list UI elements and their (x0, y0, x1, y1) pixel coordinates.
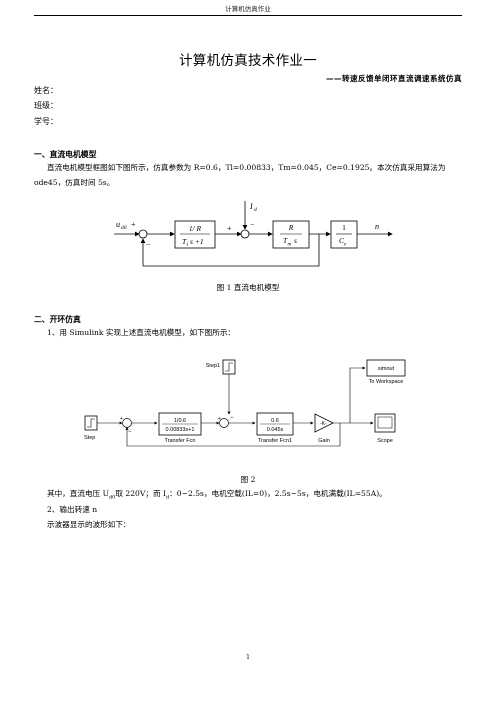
section2-step2: 2、输出转速 n (47, 505, 98, 514)
tf2-label: Transfer Fcn1 (258, 438, 292, 444)
doc-title: 计算机仿真技术作业一 (179, 53, 317, 69)
block1-den-sub: l (187, 243, 189, 248)
block2-den-rest: s (294, 236, 297, 245)
disturbance-label: I (249, 202, 253, 211)
sl-plus-1: + (120, 416, 123, 422)
page-number: 1 (246, 654, 250, 661)
scope-label: Scope (377, 438, 393, 444)
section2-heading: 二、开环仿真 (34, 315, 81, 324)
section1-heading: 一、直流电机模型 (34, 150, 97, 159)
minus-sign-1: − (146, 240, 151, 249)
to-workspace-label: To Workspace (369, 379, 404, 385)
header-rule (34, 15, 462, 16)
running-header: 计算机仿真作业 (225, 5, 271, 13)
scope-screen (377, 416, 393, 429)
gain-block (314, 413, 334, 433)
sum-junction-2 (240, 229, 250, 239)
field-class: 班级： (34, 101, 58, 110)
block1-den-t: T (182, 237, 187, 246)
mechanical-block (272, 220, 310, 249)
para-sub-1: d0 (108, 494, 116, 501)
motor-model-diagram: u d0 + − 1/ R T l s +1 I d − + R T m s 1… (114, 201, 393, 267)
para-part-2: 取 220V；而 I (115, 489, 166, 498)
tf1-label: Transfer Fcn (165, 438, 196, 444)
block2-den-t: T (283, 236, 288, 245)
block1-numerator: 1/ R (189, 224, 202, 233)
doc-subtitle: ——转速反馈单闭环直流调速系统仿真 (326, 74, 462, 83)
figure1-caption: 图 1 直流电机模型 (216, 283, 280, 292)
block2-numerator: R (288, 223, 294, 232)
step1-label: Step1 (206, 363, 220, 369)
figure2-caption: 图 2 (240, 475, 256, 484)
step-label: Step (84, 435, 95, 441)
para-sub-2: d (165, 494, 170, 501)
section2-para: 其中，直流电压 Ud0取 220V；而 Id：0~2.5s，电机空载(IL=0)… (47, 486, 387, 506)
tf1-numerator: 1/0.6 (174, 418, 186, 424)
para-part-3: ：0~2.5s，电机空载(IL=0)，2.5s~5s，电机满载(IL=55A)。 (169, 489, 387, 498)
simulink-model-diagram: Step + − 1/0.6 0.00833s+1 Transfer Fcn S… (84, 359, 406, 447)
armature-block (174, 220, 216, 249)
block2-den-sub: m (288, 243, 292, 248)
block3-numerator: 1 (342, 223, 346, 232)
section2-step1: 1、用 Simulink 实现上述直流电机模型，如下图所示： (47, 328, 236, 337)
disturbance-sub: d (254, 207, 257, 213)
input-label: u (116, 220, 120, 229)
tf1-denominator: 0.00833s+1 (166, 427, 195, 433)
simout-text: simout (378, 366, 395, 372)
plus-sign-2: + (227, 224, 232, 233)
tf2-numerator: 0.6 (271, 418, 279, 424)
plus-sign-1: + (131, 220, 136, 229)
to-workspace-block (366, 359, 406, 377)
gain-value: -K- (320, 421, 327, 427)
gain-label: Gain (318, 438, 330, 444)
block1-den-rest: s +1 (190, 237, 204, 246)
tf2-denominator: 0.045s (267, 427, 284, 433)
minus-sign-2: − (250, 220, 255, 229)
section1-para-cont: ode45，仿真时间 5s。 (34, 178, 115, 187)
input-sub: d0 (121, 225, 127, 231)
field-name: 姓名： (34, 86, 58, 95)
sum-junction-1 (138, 229, 148, 239)
section1-para: 直流电机模型框图如下图所示，仿真参数为 R=0.6，Tl=0.00833，Tm=… (47, 163, 446, 172)
output-label: n (375, 222, 379, 231)
para-part-1: 其中，直流电压 U (47, 489, 109, 498)
sl-minus-2: − (230, 415, 234, 421)
ce-block (330, 220, 358, 249)
sl-minus-1: − (128, 429, 132, 435)
simulink-sum-1 (122, 418, 132, 428)
block3-den-sub: e (344, 243, 347, 248)
section2-step3: 示波器显示的波形如下： (47, 520, 131, 529)
block3-den-c: C (339, 236, 345, 245)
sl-plus-2: + (218, 416, 221, 422)
field-id: 学号： (34, 117, 58, 126)
